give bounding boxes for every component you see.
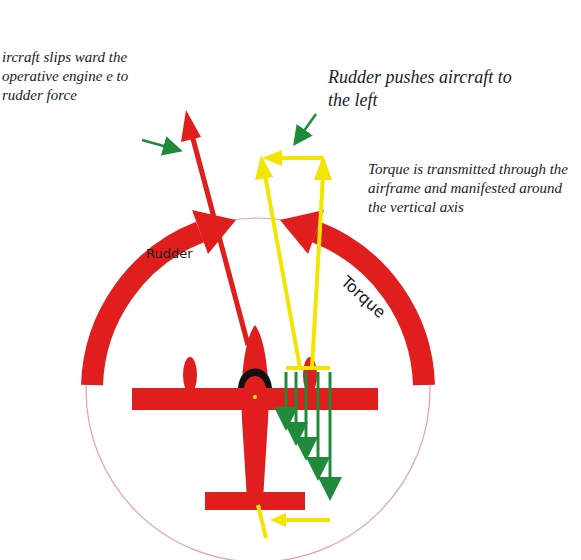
slip-arrow-head [181, 110, 201, 142]
center-dot [253, 395, 257, 399]
propeller-arc [238, 369, 272, 389]
rudder-arc [92, 232, 200, 385]
rotation-circle [86, 218, 430, 560]
thrust-arrows [286, 372, 330, 495]
leader-line [142, 140, 178, 150]
callout-note: Rudder pushes aircraft to the left [328, 66, 538, 111]
force-arrows [258, 158, 330, 538]
force-arrow-heads [255, 150, 332, 527]
callout-note: ircraft slips ward the operative engine … [2, 48, 130, 104]
callout-note: Torque is transmitted through the airfra… [368, 160, 573, 216]
airplane [132, 325, 378, 510]
leader-line [296, 114, 316, 142]
torque-arc [316, 232, 424, 385]
arc-label: Rudder [146, 246, 193, 262]
slip-arrow [192, 135, 248, 345]
